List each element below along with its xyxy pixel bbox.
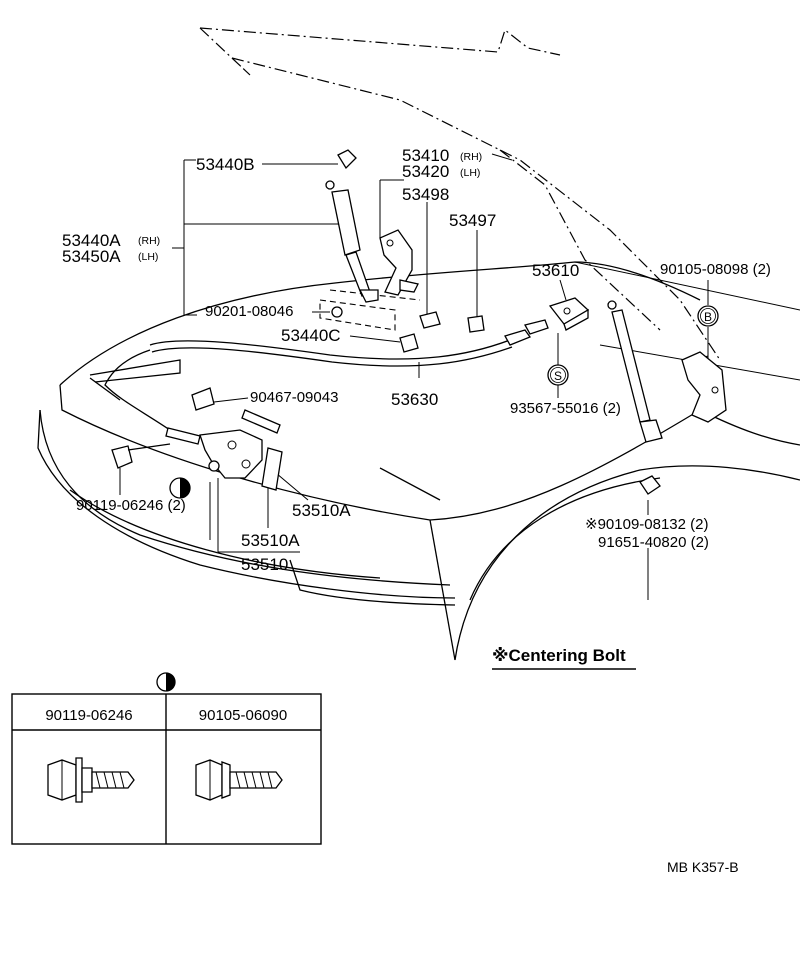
circle-s-letter: S (554, 369, 562, 383)
label-53510A-1: 53510A (292, 501, 351, 520)
label-53420: 53420 (402, 162, 449, 181)
bolt-table: 90119-06246 90105-06090 (11, 672, 322, 845)
label-90467-09043: 90467-09043 (250, 389, 338, 406)
centering-bolt-note: ※Centering Bolt (492, 646, 636, 670)
label-90105-08098: 90105-08098 (2) (660, 261, 771, 278)
hood-release-cable (104, 319, 549, 431)
circle-b-letter: B (704, 310, 712, 324)
half-circle-marker-table (156, 672, 176, 692)
label-53497: 53497 (449, 211, 496, 230)
grommet-90201 (331, 306, 343, 318)
label-53498: 53498 (402, 185, 449, 204)
label-90109-08132: ※90109-08132 (2) (585, 516, 709, 533)
hood-support-right (607, 300, 727, 495)
half-circle-marker-main (169, 477, 191, 499)
label-53440B: 53440B (196, 155, 255, 174)
part-labels: 53440B 53410 (RH) 53420 (LH) 53498 53497… (62, 146, 771, 574)
hood-hinge-53410 (379, 229, 485, 333)
hood-support-rod-53440 (325, 149, 379, 303)
cable-clamp-53440C (399, 333, 419, 353)
footer-code: MB K357-B (667, 859, 739, 875)
label-53440C: 53440C (281, 326, 341, 345)
hood-lock-support-53610 (548, 297, 590, 331)
label-53510A-2: 53510A (241, 531, 300, 550)
label-93567-55016: 93567-55016 (2) (510, 400, 621, 417)
bolt-90119-06246 (47, 757, 135, 803)
table-header-90105-06090: 90105-06090 (199, 707, 287, 724)
car-body (37, 261, 800, 661)
label-90119-06246: 90119-06246 (2) (76, 497, 186, 514)
label-53450A: 53450A (62, 247, 121, 266)
circle-marker-b: B (697, 305, 719, 327)
label-53630: 53630 (391, 390, 438, 409)
circle-marker-s: S (547, 364, 569, 386)
label-53440A: 53440A (62, 231, 121, 250)
note-text: ※Centering Bolt (492, 646, 626, 665)
hood-lock-53510 (111, 387, 283, 491)
label-91651-40820: 91651-40820 (2) (598, 534, 709, 551)
label-rh-2: (RH) (138, 235, 160, 247)
table-header-90119-06246: 90119-06246 (45, 707, 132, 724)
label-lh-1: (LH) (460, 167, 480, 179)
label-53610: 53610 (532, 261, 579, 280)
label-53510: 53510 (241, 555, 288, 574)
bolt-90105-06090 (195, 759, 283, 801)
label-rh-1: (RH) (460, 151, 482, 163)
label-lh-2: (LH) (138, 251, 158, 263)
label-53410: 53410 (402, 146, 449, 165)
label-90201-08046: 90201-08046 (205, 303, 293, 320)
